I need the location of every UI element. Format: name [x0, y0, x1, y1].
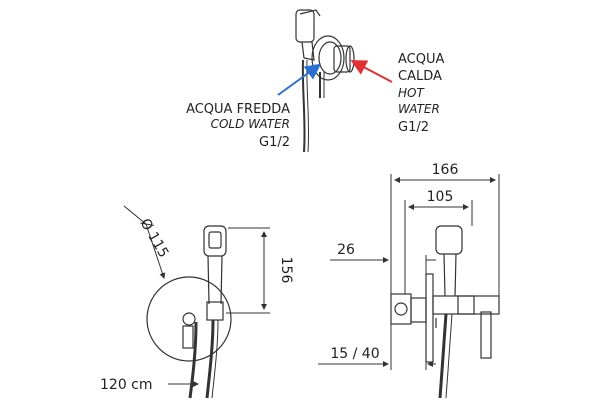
- hose-label: 120 cm: [100, 377, 153, 393]
- front-hose-edge: [211, 319, 219, 399]
- wall-plate: [311, 35, 345, 81]
- front-shower-head: [203, 225, 227, 257]
- wall-plate-inner: [318, 41, 342, 75]
- height-dimension: [226, 227, 270, 314]
- mixer-cap: [345, 45, 355, 73]
- width-inner-label: 105: [427, 189, 454, 205]
- side-hose: [438, 313, 448, 399]
- side-wall-plate: [425, 273, 434, 363]
- side-mixer-body: [432, 295, 500, 315]
- depth-range-dimension: [318, 324, 436, 370]
- front-mixer-handle: [182, 325, 194, 349]
- width-total-dimension: [390, 174, 500, 296]
- shower-holder: [295, 9, 315, 43]
- width-total-label: 166: [432, 162, 459, 178]
- shower-handle: [301, 41, 315, 61]
- side-mixer-ring: [457, 295, 475, 315]
- side-wall-box: [390, 293, 412, 325]
- front-shower-holder: [206, 301, 224, 321]
- width-inner-dimension: [404, 200, 473, 294]
- hot-water-arrow: [350, 60, 393, 83]
- cold-thread-label: G1/2: [259, 135, 290, 150]
- cold-label-2: COLD WATER: [211, 117, 290, 131]
- hot-label-1: ACQUA: [398, 52, 444, 67]
- shower-hose-main: [301, 59, 306, 153]
- depth-front-dimension: [330, 255, 436, 294]
- side-mixer-lever: [480, 311, 492, 359]
- side-wall-valve: [394, 302, 408, 316]
- front-shower-handle-r: [220, 255, 223, 305]
- front-supply: [188, 321, 198, 399]
- side-shower-handle-r: [454, 253, 457, 297]
- front-plate: [146, 276, 232, 362]
- side-shower-head: [435, 225, 463, 255]
- front-shower-handle-l: [207, 255, 210, 305]
- hot-label-3: HOT: [398, 86, 425, 100]
- front-plate-center: [182, 312, 196, 326]
- mixer-body: [333, 45, 351, 73]
- hot-label-4: WATER: [398, 102, 440, 116]
- shower-head-top: [299, 9, 321, 17]
- diameter-leader-tail: [123, 205, 147, 225]
- front-hose: [205, 319, 215, 399]
- side-view: [390, 225, 500, 399]
- cold-water-arrow: [277, 63, 322, 96]
- diameter-label: Ø 115: [137, 216, 172, 261]
- isometric-view: [295, 9, 355, 153]
- side-wall-box-2: [410, 297, 427, 323]
- depth-range-label: 15 / 40: [330, 346, 379, 362]
- height-label: 156: [278, 257, 294, 284]
- hot-label-2: CALDA: [398, 69, 442, 84]
- depth-front-label: 26: [337, 242, 355, 258]
- diameter-leader: [145, 223, 166, 279]
- front-shower-nozzle: [208, 231, 222, 249]
- cold-label-1: ACQUA FREDDA: [186, 102, 290, 117]
- hot-thread-label: G1/2: [398, 120, 429, 135]
- side-hose-edge: [445, 313, 453, 399]
- front-view: [146, 225, 232, 399]
- side-shower-handle-l: [443, 253, 446, 297]
